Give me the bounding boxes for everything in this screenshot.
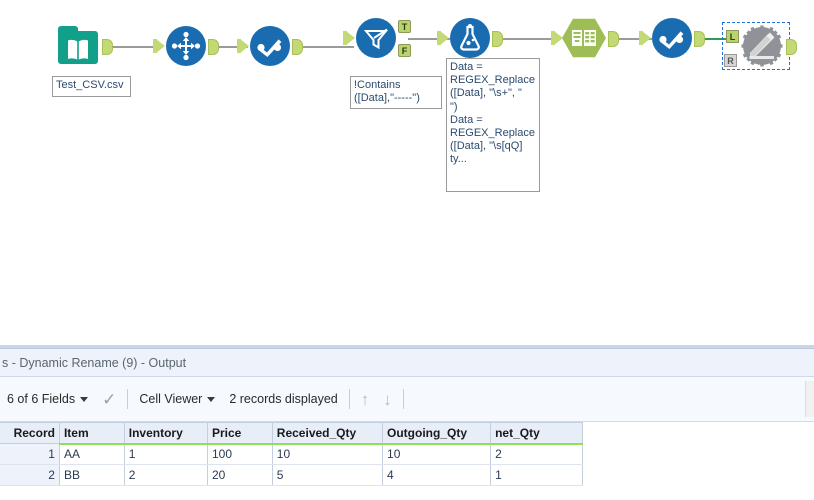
cell-outgoing-qty[interactable]: 10 [382, 443, 492, 465]
column-header-outgoing-qty[interactable]: Outgoing_Qty [382, 422, 492, 445]
output-anchor[interactable] [292, 39, 303, 55]
cell-net-qty[interactable]: 2 [490, 443, 583, 465]
cell-outgoing-qty[interactable]: 4 [382, 464, 492, 486]
output-anchor-true[interactable]: T [398, 20, 411, 33]
arrow-up-icon: ↑ [360, 389, 370, 409]
toolbar-divider [402, 389, 404, 409]
panel-divider[interactable] [0, 345, 814, 348]
output-anchor[interactable] [694, 31, 705, 47]
annotation-filter: !Contains ([Data],"-----") [350, 76, 442, 109]
output-anchor[interactable] [492, 31, 503, 47]
annotation-input-data: Test_CSV.csv [52, 76, 131, 97]
scroll-up-button[interactable]: ↑ [354, 391, 377, 408]
cell-price[interactable]: 20 [207, 464, 273, 486]
tool-filter[interactable]: T F [343, 18, 411, 58]
cell-net-qty[interactable]: 1 [490, 464, 583, 486]
apply-fields-button[interactable]: ✓ [95, 391, 123, 408]
fields-label: 6 of 6 Fields [7, 392, 76, 406]
tool-dynamic-rename-9[interactable]: L R [724, 24, 797, 68]
output-anchor[interactable] [102, 39, 113, 55]
annotation-formula: Data = REGEX_Replace ([Data], "\s+", " "… [446, 58, 540, 192]
blue-rename-check-icon [250, 26, 290, 66]
arrow-down-icon: ↓ [383, 389, 392, 409]
wire-formula-to-select[interactable] [495, 38, 557, 40]
tool-dynamic-rename-1[interactable] [237, 26, 303, 66]
tool-multi-field-formula[interactable] [153, 26, 219, 66]
input-anchor-right[interactable]: R [724, 54, 737, 67]
table-row[interactable]: 1 AA 1 100 10 10 2 [0, 443, 583, 465]
chevron-down-icon[interactable] [80, 396, 89, 402]
input-anchor-left[interactable]: L [726, 30, 739, 43]
green-hexagon-table-icon [562, 18, 606, 58]
results-title: s - Dynamic Rename (9) - Output [2, 355, 187, 370]
wire-rename2-to-rename9[interactable] [698, 38, 728, 40]
results-table[interactable]: Record Item Inventory Price Received_Qty… [0, 422, 583, 486]
blue-funnel-icon [356, 18, 396, 58]
wire-select-to-rename2[interactable] [610, 38, 652, 40]
output-anchor[interactable] [208, 39, 219, 55]
grey-gear-pencil-icon [740, 24, 784, 68]
cell-inventory[interactable]: 2 [124, 464, 208, 486]
wire-input-to-multifield[interactable] [104, 46, 162, 48]
output-anchor[interactable] [608, 31, 619, 47]
column-header-record[interactable]: Record [0, 422, 60, 444]
column-header-received-qty[interactable]: Received_Qty [272, 422, 384, 445]
chevron-down-icon[interactable] [207, 396, 216, 402]
input-anchor[interactable] [437, 31, 449, 45]
view-mode-label: Cell Viewer [139, 392, 203, 406]
tool-dynamic-rename-2[interactable] [639, 18, 705, 58]
cell-received-qty[interactable]: 5 [272, 464, 384, 486]
output-anchor-false[interactable]: F [398, 44, 411, 57]
input-anchor[interactable] [153, 39, 165, 53]
cell-price[interactable]: 100 [207, 443, 273, 465]
toolbar-divider [127, 389, 129, 409]
table-row[interactable]: 2 BB 2 20 5 4 1 [0, 464, 583, 486]
toolbar-divider [348, 389, 350, 409]
record-count-label: 2 records displayed [229, 392, 338, 406]
results-title-bar: s - Dynamic Rename (9) - Output [0, 348, 814, 377]
column-header-inventory[interactable]: Inventory [124, 422, 208, 445]
record-count: 2 records displayed [222, 392, 344, 406]
cell-received-qty[interactable]: 10 [272, 443, 384, 465]
workflow-canvas[interactable]: Test_CSV.csv [0, 0, 814, 345]
cell-record[interactable]: 1 [0, 443, 60, 465]
input-anchor[interactable] [551, 31, 563, 45]
cell-inventory[interactable]: 1 [124, 443, 208, 465]
input-anchor[interactable] [237, 39, 249, 53]
cell-item[interactable]: BB [59, 464, 125, 486]
blue-rename-check-icon [652, 18, 692, 58]
green-book-folder-icon [58, 26, 98, 64]
input-anchor[interactable] [639, 31, 651, 45]
wire-filter-to-formula[interactable] [408, 38, 450, 40]
scroll-down-button[interactable]: ↓ [376, 391, 399, 408]
wire-multifield-to-rename1[interactable] [208, 46, 248, 48]
blue-flask-icon [450, 18, 490, 58]
results-panel: s - Dynamic Rename (9) - Output 6 of 6 F… [0, 345, 814, 500]
view-mode-selector[interactable]: Cell Viewer [132, 392, 222, 406]
output-anchor[interactable] [786, 39, 797, 55]
tool-select[interactable] [551, 18, 619, 58]
tool-input-data[interactable] [58, 26, 113, 64]
cell-record[interactable]: 2 [0, 464, 60, 486]
tool-formula[interactable] [437, 18, 503, 58]
results-toolbar: 6 of 6 Fields ✓ Cell Viewer 2 records di… [0, 377, 814, 422]
wire-rename1-to-filter[interactable] [292, 46, 354, 48]
checkmark-icon: ✓ [102, 389, 117, 409]
column-header-item[interactable]: Item [59, 422, 125, 445]
toolbar-scrollbar[interactable] [805, 381, 814, 417]
column-header-price[interactable]: Price [207, 422, 273, 445]
input-anchor[interactable] [343, 31, 355, 45]
fields-selector[interactable]: 6 of 6 Fields [0, 392, 95, 406]
column-header-net-qty[interactable]: net_Qty [490, 422, 583, 445]
blue-four-arrows-icon [166, 26, 206, 66]
cell-item[interactable]: AA [59, 443, 125, 465]
table-header-row: Record Item Inventory Price Received_Qty… [0, 422, 583, 445]
